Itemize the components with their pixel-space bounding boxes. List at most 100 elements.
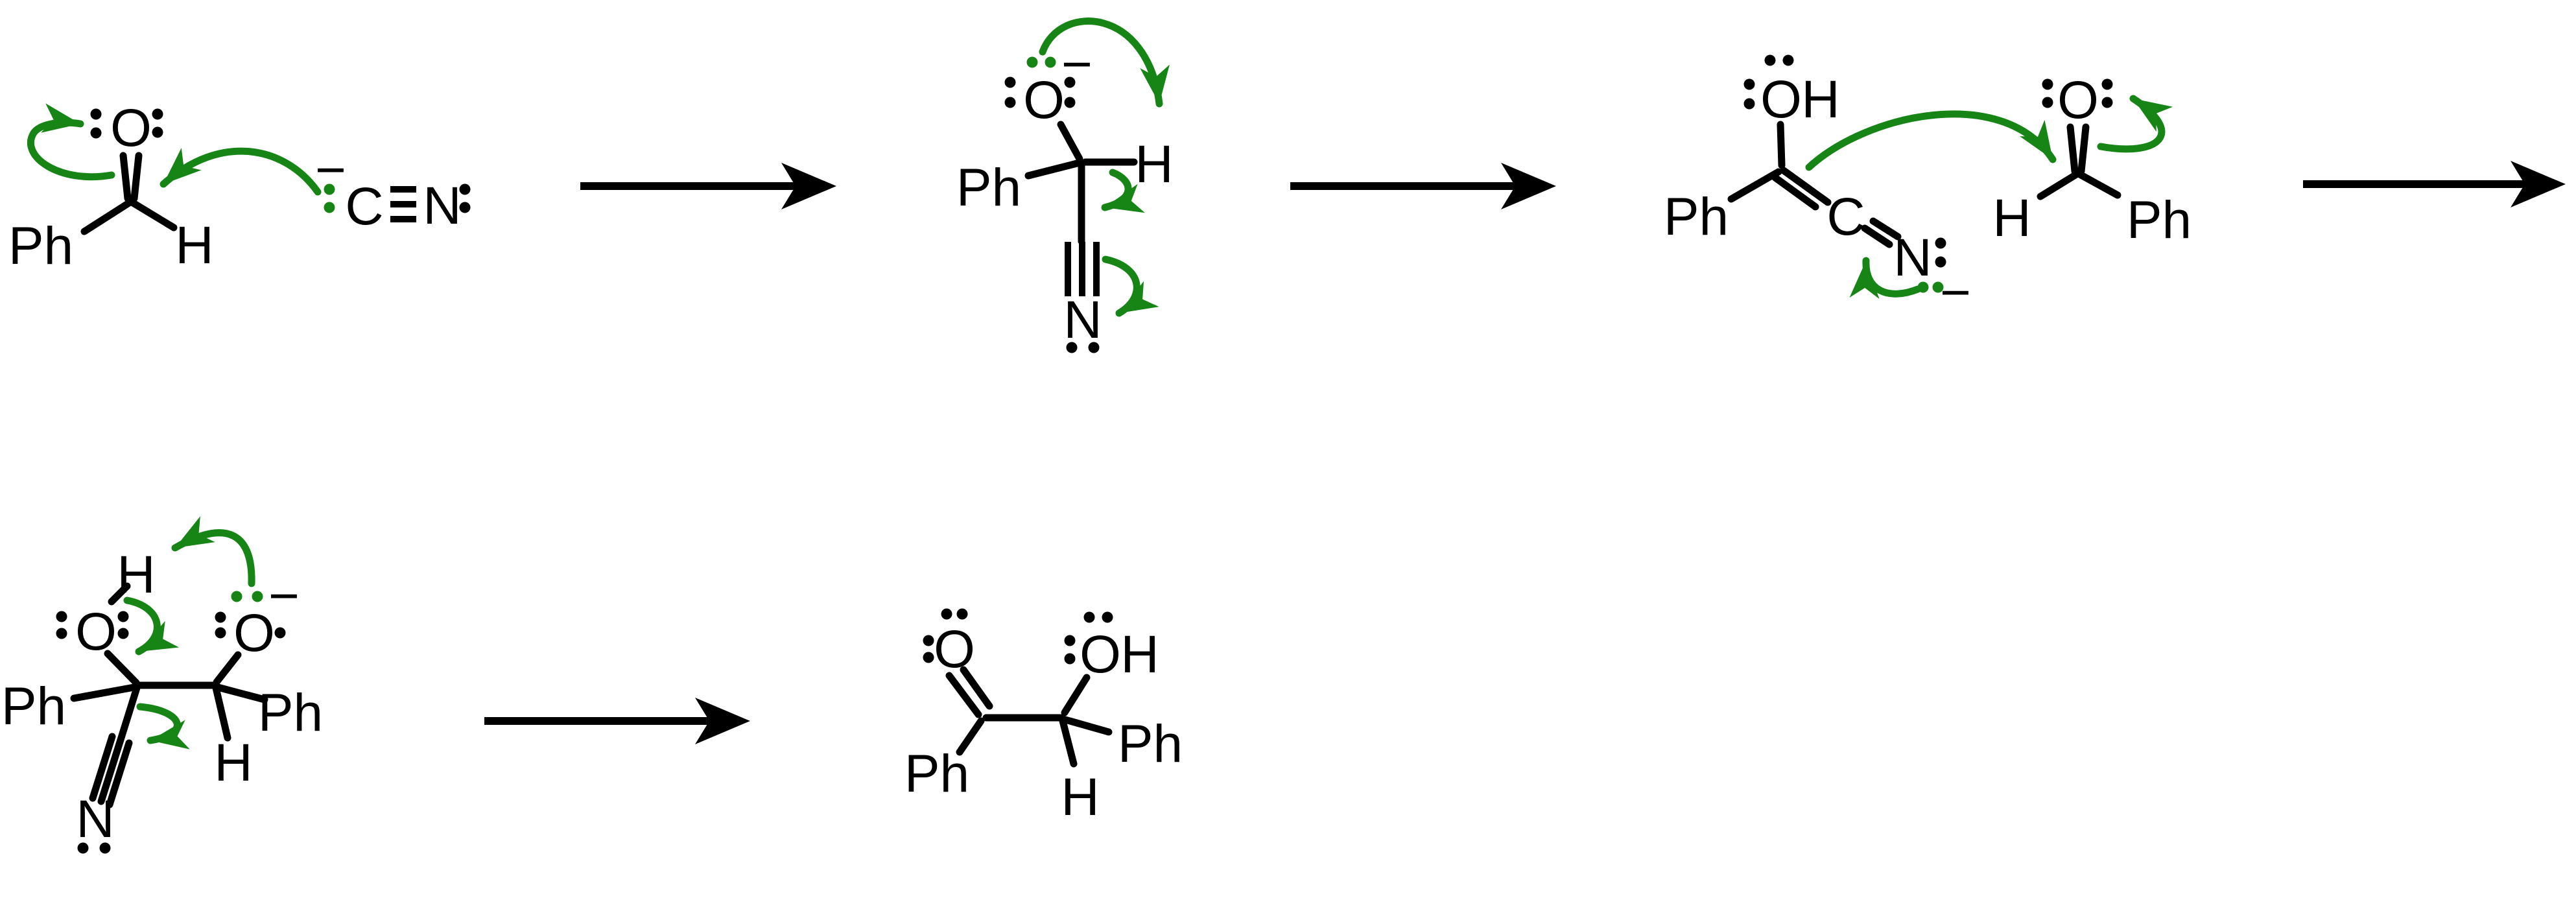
green-lone-pair-dot — [1026, 56, 1038, 68]
reaction-arrow-2 — [1290, 163, 1556, 209]
lone-pair-dot — [2042, 97, 2053, 108]
lone-pair-dot — [77, 842, 89, 854]
phenyl-label: Ph — [956, 158, 1021, 217]
lone-pair-dot — [1064, 97, 1076, 108]
lone-pair-dot — [152, 126, 163, 138]
triple-bond-line — [97, 736, 124, 805]
lone-pair-dot — [923, 635, 934, 646]
carbonyl-oxygen-label: O — [934, 620, 975, 679]
hydrogen-label: H — [214, 733, 252, 792]
lone-pair-dot — [117, 628, 129, 639]
reaction-arrow-head — [695, 698, 750, 744]
c-ph-bond — [70, 683, 138, 702]
nitrile-nitrogen-label: N — [1063, 290, 1102, 349]
curved-arrow-to-cn-leaving-group — [136, 703, 190, 750]
step3-acyl-anion-equivalent: O H Ph C N − — [1664, 54, 1971, 322]
co-double-bond-line — [119, 152, 132, 202]
step2-cyanohydrin-alkoxide: − O Ph H N — [956, 35, 1174, 353]
cyanide-carbon-label: C — [345, 177, 383, 236]
green-lone-pair-dot — [324, 202, 335, 213]
curved-arrow-pi-to-nitrogen — [1102, 255, 1159, 317]
lone-pair-dot — [1088, 342, 1100, 353]
lone-pair-dot — [90, 108, 102, 120]
step4-alkoxide-adduct: H O − O Ph Ph H N — [1, 545, 323, 854]
lone-pair-dot — [459, 202, 471, 213]
curved-arrow-oxygen-to-proton — [1039, 18, 1170, 108]
step1-benzaldehyde: O Ph H — [8, 99, 214, 276]
hydrogen-label: H — [1992, 189, 2031, 248]
lone-pair-dot — [1064, 635, 1076, 646]
o-c-bond — [213, 651, 242, 686]
c-ph-bond — [214, 683, 268, 703]
lone-pair-dot — [117, 611, 129, 622]
curved-arrow-pi-to-oxygen — [27, 103, 115, 181]
lone-pair-dot — [152, 108, 163, 120]
hydrogen-label: H — [175, 216, 213, 275]
o-c-bond — [104, 650, 140, 687]
hydroxyl-hydrogen-label: H — [1120, 625, 1159, 684]
negative-charge: − — [1940, 263, 1971, 322]
green-lone-pair-dot — [1932, 281, 1944, 293]
o-c-bond — [1057, 121, 1083, 163]
lone-pair-dot — [56, 628, 67, 639]
co-double-bond-line — [960, 666, 993, 710]
phenyl-label: Ph — [1, 677, 66, 736]
lone-pair-dot — [215, 627, 226, 639]
triple-bond-line — [1079, 242, 1085, 296]
green-lone-pair-dot — [324, 183, 335, 195]
c-ph-bond — [1024, 159, 1081, 180]
triple-bond-line — [390, 186, 416, 193]
reaction-arrow-head — [2511, 161, 2566, 207]
step1-cyanide-anion: − C N — [315, 141, 471, 236]
reaction-arrow-head — [1501, 163, 1556, 209]
hydroxyl-oxygen-label: O — [1760, 70, 1802, 129]
reaction-arrow-1 — [580, 163, 836, 209]
c-cn-bond — [117, 684, 141, 744]
green-lone-pair-dot — [231, 591, 242, 602]
lone-pair-dot — [56, 611, 67, 622]
triple-bond-line — [106, 739, 133, 809]
reaction-arrow-3 — [2303, 161, 2566, 207]
phenyl-label: Ph — [1118, 714, 1183, 773]
lone-pair-dot — [1004, 97, 1016, 108]
hydroxyl-oxygen-label: O — [1080, 625, 1121, 684]
hydrogen-label: H — [1061, 768, 1099, 827]
triple-bond-line — [1065, 242, 1071, 296]
phenyl-label: Ph — [258, 683, 323, 742]
cyanide-nitrogen-label: N — [423, 176, 461, 235]
co-double-bond-line — [945, 672, 982, 718]
green-lone-pair-dot — [1045, 56, 1056, 68]
c-ph-bond — [2075, 170, 2121, 199]
lone-pair-dot — [459, 183, 471, 195]
curved-arrow-nitrogen-to-cn-bond — [1849, 257, 1922, 299]
c-h-bond — [1059, 717, 1078, 768]
cc-double-bond-line — [1780, 167, 1832, 206]
phenyl-label: Ph — [2127, 191, 2192, 250]
lone-pair-dot — [1935, 256, 1946, 268]
co-double-bond-line — [2077, 123, 2090, 175]
lone-pair-dot — [1743, 78, 1755, 90]
curved-arrow-carbanion-to-carbonyl — [1805, 110, 2057, 171]
lone-pair-dot — [941, 608, 952, 620]
triple-bond-line — [1093, 242, 1100, 296]
lone-pair-dot — [1066, 342, 1078, 353]
lone-pair-dot — [2101, 78, 2113, 90]
cc-double-bond-line — [1771, 174, 1819, 211]
curved-arrow-alkoxide-to-proton — [171, 516, 255, 587]
phenyl-label: Ph — [1664, 187, 1729, 246]
step5-benzoin-product: O Ph O H Ph H — [904, 608, 1183, 827]
lone-pair-dot — [1935, 237, 1946, 249]
lone-pair-dot — [1743, 98, 1755, 110]
c-h-bond — [127, 198, 178, 231]
c-h-bond — [212, 684, 231, 742]
phenyl-label: Ph — [8, 217, 73, 276]
lone-pair-dot — [215, 611, 226, 623]
nitrile-nitrogen-label: N — [76, 790, 114, 849]
c-ph-bond — [1061, 716, 1113, 736]
lone-pair-dot — [923, 652, 934, 663]
c-ph-bond — [80, 198, 135, 235]
triple-bond-line — [390, 201, 416, 207]
curved-arrow-cyanide-to-carbonyl — [160, 147, 322, 196]
co-double-bond-line — [130, 152, 143, 202]
nitrogen-label: N — [1893, 228, 1932, 287]
